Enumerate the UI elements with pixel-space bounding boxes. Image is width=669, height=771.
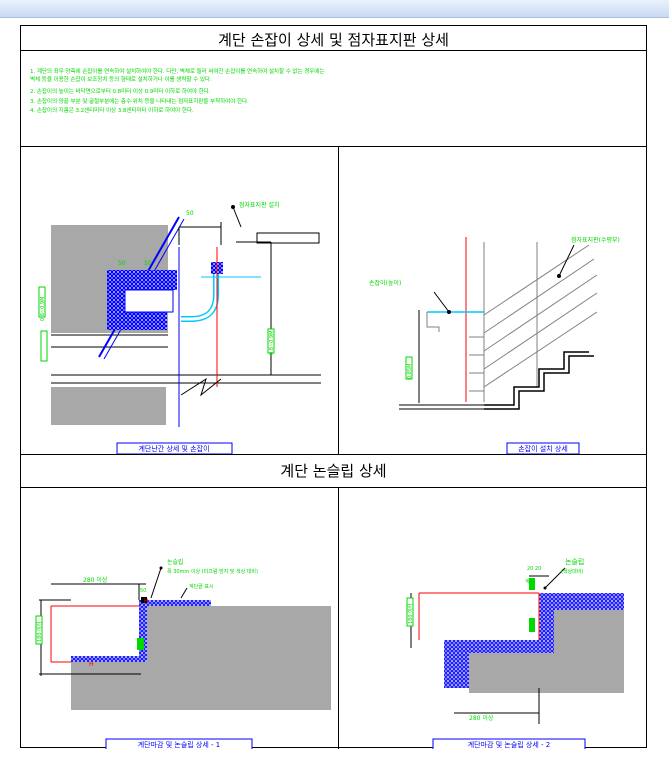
handrail-detail-drawing: 50 50 50 점자표지판 설치 0.8~0.9M 0.8~0.9M 계단난간… [38, 201, 321, 454]
dim-label: 50 [144, 260, 152, 267]
divider [21, 50, 646, 51]
divider [338, 146, 339, 454]
label-left: 손잡이(높이) [369, 279, 401, 287]
panel-nonslip-detail-2: 20 20 논슬립 (색상대비) 계단 280 이상 180 이하 계단마감 및… [339, 488, 648, 749]
nonslip-label-2: (색상대비) [561, 568, 583, 575]
nonslip-label: 논슬립 [565, 557, 584, 566]
dim-label: 20 20 [527, 566, 541, 572]
height-label: 180 이하 [36, 621, 43, 642]
dim-label: 50 [186, 210, 194, 217]
divider [21, 454, 646, 455]
nonslip-label-2: 폭 30mm 이상 (미끄럼 방지 및 색상 대비) [167, 568, 258, 575]
divider [21, 487, 646, 488]
height-label: 180 이하 [407, 603, 414, 624]
panel-caption: 계단마감 및 논슬립 상세 - 2 [468, 740, 551, 749]
height-label: 0.85M [407, 364, 413, 379]
dim-label: 280 이상 [469, 714, 494, 722]
nonslip-detail-2-drawing: 20 20 논슬립 (색상대비) 계단 280 이상 180 이하 계단마감 및… [406, 557, 624, 749]
drawing-sheet: 계단 손잡이 상세 및 점자표지판 상세 1. 계단의 좌우 양측에 손잡이를 … [20, 25, 648, 749]
edge-label: 계단끝 표시 [189, 583, 214, 590]
panel-nonslip-detail-1: H H 280 이상 50 논슬립 폭 30mm 이상 (미끄럼 방지 및 색상… [21, 488, 338, 749]
dim-label: 50 [118, 260, 126, 267]
panel-stair-handrail: 손잡이(높이) 점자표지판(수평부) 0.85M 손잡이 설치 상세 [339, 147, 648, 454]
note-line: 1. 계단의 좌우 양측에 손잡이를 연속하여 설치하여야 한다. 다만, 벽체… [30, 69, 325, 75]
label-right: 점자표지판(수평부) [571, 236, 620, 244]
side-label: 계단 [525, 578, 535, 585]
height-label: 0.8~0.9M [40, 297, 46, 321]
sheet-title-top: 계단 손잡이 상세 및 점자표지판 상세 [218, 31, 449, 49]
stair-handrail-drawing: 손잡이(높이) 점자표지판(수평부) 0.85M 손잡이 설치 상세 [369, 236, 620, 454]
svg-text:H: H [89, 661, 94, 668]
dim-label: 50 [140, 588, 146, 594]
note-line: 2. 손잡이의 높이는 바닥면으로부터 0.8미터 이상 0.9미터 이하로 하… [30, 89, 211, 95]
panel-caption: 손잡이 설치 상세 [518, 444, 568, 453]
window-title-bar [0, 0, 669, 18]
note-line: 벽체 등을 이용한 손잡이 보조장치 등의 형태로 설치하거나 이를 생략할 수… [30, 77, 212, 83]
svg-text:H: H [144, 598, 149, 605]
note-line: 3. 손잡이의 양끝 부분 및 굴절부분에는 층수·위치 등을 나타내는 점자표… [30, 99, 249, 105]
braille-label: 점자표지판 설치 [239, 201, 280, 209]
nonslip-detail-1-drawing: H H 280 이상 50 논슬립 폭 30mm 이상 (미끄럼 방지 및 색상… [35, 558, 331, 749]
height-label: 0.8~0.9M [269, 331, 275, 355]
sheet-title-mid: 계단 논슬립 상세 [280, 462, 387, 480]
panel-handrail-detail: 50 50 50 점자표지판 설치 0.8~0.9M 0.8~0.9M 계단난간… [21, 147, 338, 454]
nonslip-label: 논슬립 [167, 558, 184, 566]
dim-label: 280 이상 [83, 576, 108, 584]
divider [21, 146, 646, 147]
panel-caption: 계단마감 및 논슬립 상세 - 1 [138, 740, 221, 749]
note-line: 4. 손잡이의 지름은 3.2센티미터 이상 3.8센티미터 이하로 하여야 한… [30, 108, 194, 114]
panel-caption: 계단난간 상세 및 손잡이 [138, 444, 209, 453]
divider [338, 487, 339, 749]
